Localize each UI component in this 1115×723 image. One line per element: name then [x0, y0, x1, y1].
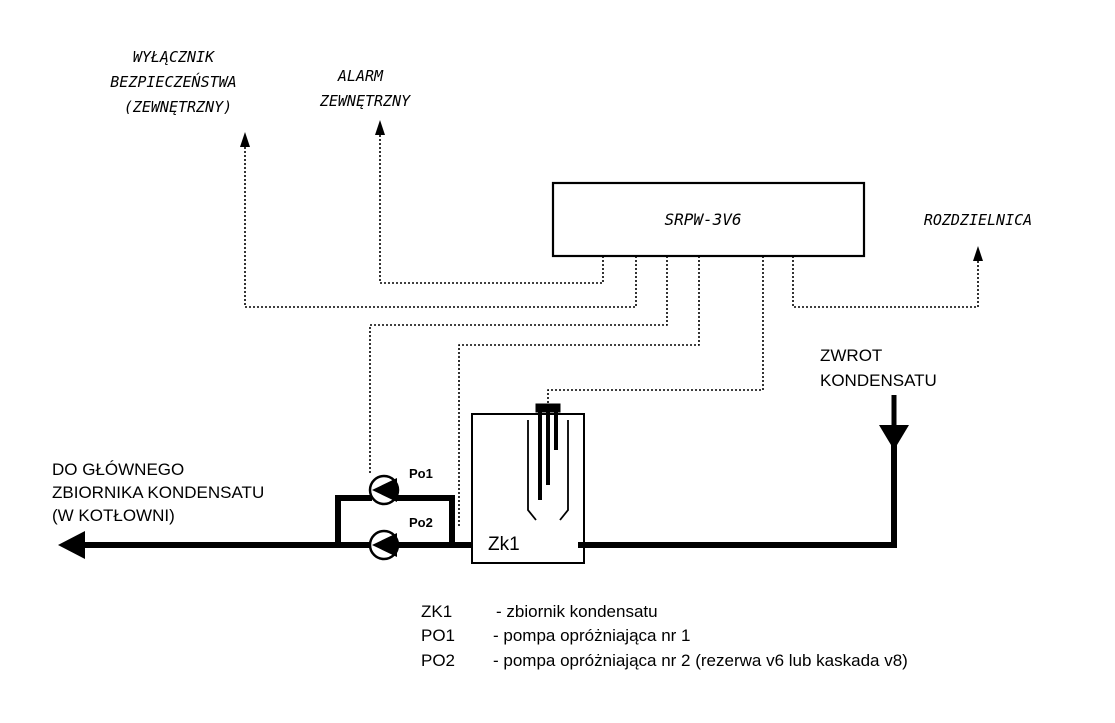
signal-line-pump1	[369, 256, 668, 474]
condensate-return-label: ZWROT KONDENSATU	[820, 346, 937, 390]
legend-description: - pompa opróżniająca nr 1	[493, 626, 691, 645]
signal-arrowheads	[240, 120, 983, 261]
outlet-arrow-icon	[58, 531, 85, 559]
signal-line-probes	[547, 256, 764, 404]
main-tank-label: DO GŁÓWNEGO ZBIORNIKA KONDENSATU (W KOTŁ…	[52, 460, 269, 525]
return-pipe	[584, 430, 897, 548]
pump1-icon	[368, 474, 400, 506]
arrow-up-icon	[375, 120, 385, 135]
legend-description: - zbiornik kondensatu	[496, 602, 658, 621]
signal-line-rozdzielnica	[792, 256, 979, 308]
arrow-up-icon	[973, 246, 983, 261]
external-alarm-label: ALARM ZEWNĘTRZNY	[319, 67, 411, 110]
legend: ZK1 - zbiornik kondensatu PO1 - pompa op…	[421, 602, 908, 670]
signal-lines	[244, 133, 979, 528]
safety-switch-label: WYŁĄCZNIK BEZPIECZEŃSTWA (ZEWNĘTRZNY)	[110, 48, 245, 116]
labels: WYŁĄCZNIK BEZPIECZEŃSTWA (ZEWNĘTRZNY) AL…	[52, 48, 1032, 670]
pump1-label: Po1	[409, 466, 433, 481]
controller-box	[551, 181, 866, 258]
arrow-up-icon	[240, 132, 250, 147]
legend-code: ZK1	[421, 602, 452, 621]
level-probes-icon	[527, 403, 569, 521]
signal-line-alarm	[379, 133, 604, 284]
legend-description: - pompa opróżniająca nr 2 (rezerwa v6 lu…	[493, 651, 908, 670]
pump2-icon	[368, 529, 400, 561]
pipes	[85, 430, 897, 548]
return-arrow-icon	[879, 425, 909, 450]
pump2-label: Po2	[409, 515, 433, 530]
signal-line-safety-switch	[244, 145, 637, 308]
controller-label: SRPW-3V6	[664, 210, 741, 229]
rozdzielnica-label: ROZDZIELNICA	[924, 211, 1032, 229]
signal-line-pump2	[458, 256, 700, 528]
legend-code: PO2	[421, 651, 455, 670]
pump1-pipe	[335, 495, 372, 545]
tank-label: Zk1	[488, 534, 520, 555]
legend-code: PO1	[421, 626, 455, 645]
pump1-discharge-pipe	[396, 495, 472, 548]
